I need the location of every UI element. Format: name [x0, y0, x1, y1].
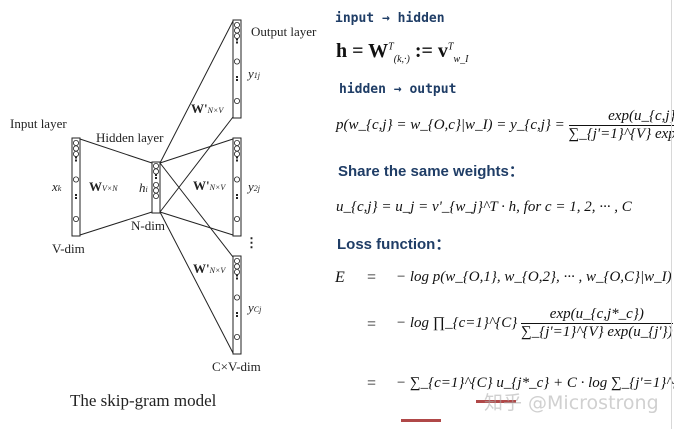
ellipsis-dot — [236, 156, 238, 159]
w-input-label: WV×N — [89, 179, 118, 194]
right-border — [671, 0, 672, 429]
ellipsis-dot — [236, 274, 238, 277]
ellipsis-dot — [75, 194, 77, 196]
neuron-node — [233, 150, 240, 157]
neuron-node — [73, 139, 80, 146]
red-underline — [476, 400, 516, 403]
ellipsis-dot — [155, 174, 157, 176]
connection-line — [159, 20, 234, 164]
ellipsis-dot — [236, 79, 238, 81]
loss-line-2: − log ∏_{c=1}^{C} exp(u_{c,j*_c})∑_{j'=1… — [396, 306, 673, 340]
y2j-label: y2j — [248, 179, 261, 194]
red-underline — [401, 419, 441, 422]
w-output-label-1: W'N×V — [191, 101, 224, 116]
ellipsis-dot — [236, 41, 238, 44]
neuron-node — [73, 145, 80, 152]
ellipsis-dot — [236, 76, 238, 78]
connection-line — [159, 116, 234, 213]
xk-label: xk — [52, 179, 62, 194]
output-layer-box-2 — [232, 137, 242, 237]
w-output-label-2: W'N×V — [193, 178, 226, 193]
neuron-node — [73, 150, 80, 157]
formula-hidden: h = WT(k,·) := vTw_I — [336, 40, 469, 65]
connection-line — [159, 138, 234, 164]
diagram-caption: The skip-gram model — [70, 391, 217, 410]
ycj-label: yCj — [248, 300, 262, 315]
ellipsis-dot — [236, 159, 238, 162]
hidden-layer-label: Hidden layer — [96, 130, 164, 145]
neuron-node — [152, 162, 159, 169]
ellipsis-dot — [75, 156, 77, 159]
output-layer-box-1 — [232, 19, 242, 119]
ellipsis-dot — [236, 194, 238, 196]
formula-output-prob: p(w_{c,j} = w_{O,c}|w_I) = y_{c,j} = exp… — [336, 108, 674, 143]
output-layer-label: Output layer — [251, 24, 317, 39]
neuron-node — [233, 139, 240, 146]
ellipsis-dot — [236, 315, 238, 317]
n-dim-label: N-dim — [131, 218, 165, 233]
neuron-node — [233, 21, 240, 28]
ellipsis-dot — [155, 177, 157, 179]
loss-lhs: E — [335, 269, 345, 286]
neuron-node — [233, 58, 240, 65]
watermark: 知乎 @Microstrong — [484, 392, 659, 414]
neuron-node — [233, 215, 240, 222]
neuron-node — [233, 33, 240, 40]
connection-line — [79, 211, 153, 236]
neuron-node — [73, 215, 80, 222]
neuron-node — [233, 98, 240, 105]
neuron-node — [152, 181, 159, 188]
ellipsis-dot — [236, 312, 238, 314]
neuron-node — [233, 176, 240, 183]
neuron-node — [233, 27, 240, 34]
neuron-nodes — [73, 21, 240, 340]
connection-line — [159, 211, 234, 236]
formula-shared-weights: u_{c,j} = u_j = v'_{w_j}^T · h, for c = … — [336, 199, 632, 215]
ellipsis-dot — [75, 159, 77, 162]
neuron-node — [152, 168, 159, 175]
loss-function-heading: Loss function： — [337, 236, 451, 253]
equals-1: = — [367, 269, 377, 286]
output-layer-box-c — [232, 255, 242, 355]
equals-3: = — [367, 375, 377, 392]
y1j-label: y1j — [248, 66, 261, 81]
input-hidden-heading: input → hidden — [335, 11, 445, 26]
connection-line — [159, 162, 234, 258]
connection-line — [159, 211, 234, 354]
neuron-node — [152, 192, 159, 199]
neuron-node — [152, 187, 159, 194]
ellipsis-dot — [236, 197, 238, 199]
input-layer-box — [71, 137, 81, 237]
ellipsis-dot — [75, 197, 77, 199]
neuron-node — [233, 263, 240, 270]
cv-dim-label: C×V-dim — [212, 359, 261, 374]
equals-2: = — [367, 316, 377, 333]
neuron-node — [233, 333, 240, 340]
connection-line — [79, 138, 153, 164]
loss-line-1: − log p(w_{O,1}, w_{O,2}, ··· , w_{O,C}|… — [396, 269, 672, 285]
hi-label: hi — [139, 180, 148, 195]
share-weights-heading: Share the same weights： — [338, 163, 524, 180]
fraction: exp(u_{c,j*_c})∑_{j'=1}^{V} exp(u_{j'}) — [521, 306, 673, 340]
ellipsis-dot — [236, 277, 238, 280]
input-layer-label: Input layer — [10, 116, 67, 131]
ellipsis-dot — [236, 38, 238, 41]
fraction: exp(u_{c,j})∑_{j'=1}^{V} exp(u_{j'}) — [568, 108, 674, 143]
neuron-node — [233, 257, 240, 264]
vertical-ellipsis: ⋮ — [245, 235, 258, 250]
v-dim-label: V-dim — [52, 241, 85, 256]
w-output-label-c: W'N×V — [193, 261, 226, 276]
neuron-node — [233, 268, 240, 275]
neuron-node — [73, 176, 80, 183]
neuron-node — [233, 294, 240, 301]
hidden-output-heading: hidden → output — [339, 82, 457, 97]
neuron-node — [233, 145, 240, 152]
loss-line-3: − ∑_{c=1}^{C} u_{j*_c} + C · log ∑_{j'=1… — [396, 375, 674, 391]
